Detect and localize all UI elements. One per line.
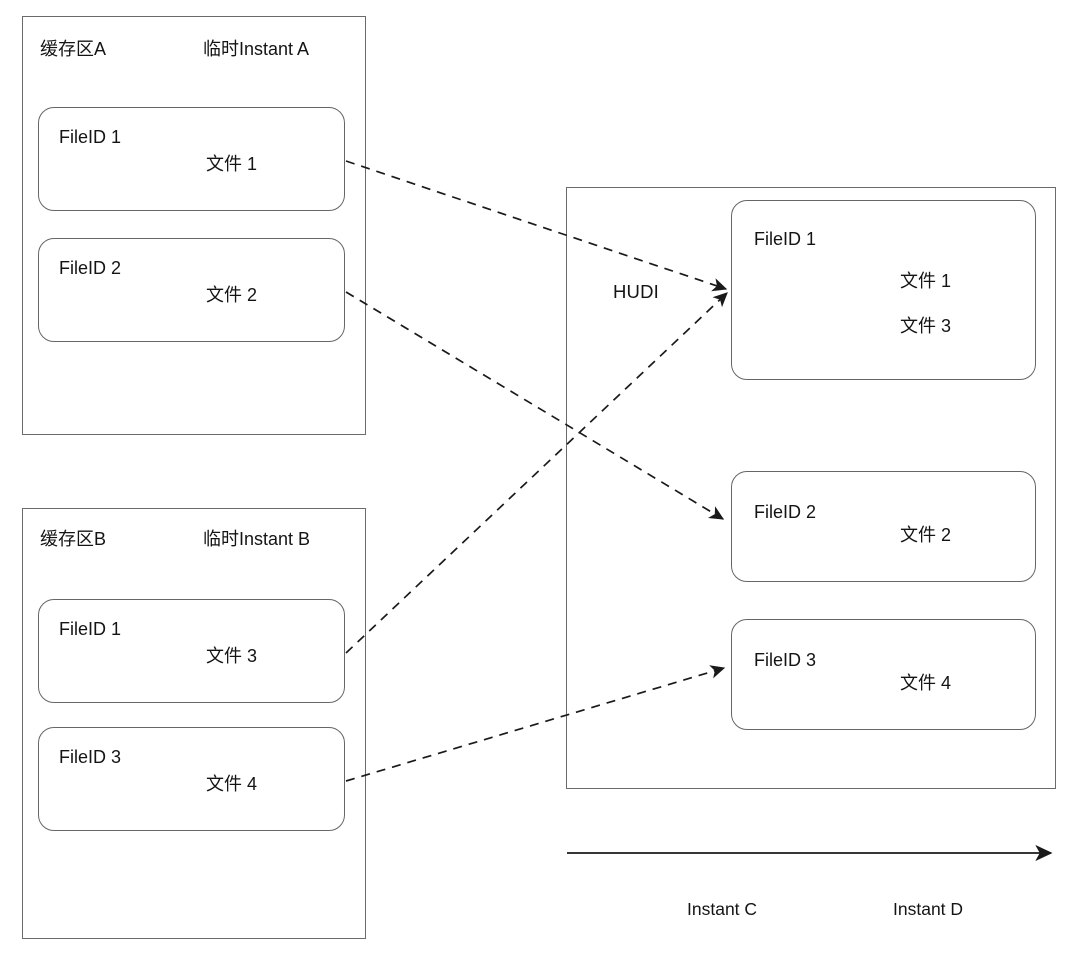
buffer-a-card-0-fileid: FileID 1 <box>59 127 122 147</box>
hudi-card-0-fileid: FileID 1 <box>754 229 817 249</box>
hudi-card-2-file-0: 文件 4 <box>900 673 952 693</box>
timeline-instant-c: Instant C <box>687 899 758 919</box>
buffer-b-card-0-file-0: 文件 3 <box>206 646 258 666</box>
hudi-card-1-file-0: 文件 2 <box>900 525 952 545</box>
buffer-b-card-1-file-0: 文件 4 <box>206 774 258 794</box>
buffer-b-container[interactable] <box>22 508 366 939</box>
buffer-a-card-1[interactable] <box>38 238 345 342</box>
hudi-card-2[interactable] <box>731 619 1036 730</box>
buffer-b-card-1[interactable] <box>38 727 345 831</box>
buffer-a-card-0[interactable] <box>38 107 345 211</box>
buffer-a-card-0-file-0: 文件 1 <box>206 154 258 174</box>
buffer-b-instant-label: 临时Instant B <box>203 529 311 549</box>
hudi-card-1-fileid: FileID 2 <box>754 502 817 522</box>
buffer-a-instant-label: 临时Instant A <box>203 39 310 59</box>
hudi-card-0-file-1: 文件 3 <box>900 316 952 336</box>
hudi-label: HUDI <box>613 281 660 302</box>
buffer-b-card-1-fileid: FileID 3 <box>59 747 122 767</box>
timeline-instant-d: Instant D <box>893 899 964 919</box>
hudi-card-2-fileid: FileID 3 <box>754 650 817 670</box>
buffer-b-card-0-fileid: FileID 1 <box>59 619 122 639</box>
buffer-b-card-0[interactable] <box>38 599 345 703</box>
buffer-a-title: 缓存区A <box>40 39 107 59</box>
hudi-card-0-file-0: 文件 1 <box>900 271 952 291</box>
buffer-b-title: 缓存区B <box>40 529 107 549</box>
buffer-a-card-1-fileid: FileID 2 <box>59 258 122 278</box>
hudi-card-0[interactable] <box>731 200 1036 380</box>
buffer-a-container[interactable] <box>22 16 366 435</box>
buffer-a-card-1-file-0: 文件 2 <box>206 285 258 305</box>
hudi-card-1[interactable] <box>731 471 1036 582</box>
